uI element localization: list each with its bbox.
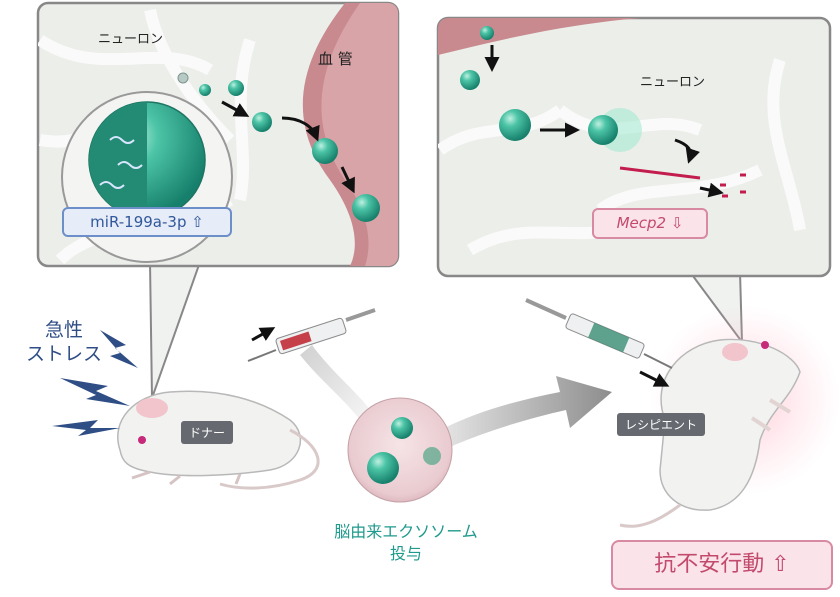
flow-arrow-down (300, 345, 372, 420)
arrow (639, 370, 670, 387)
recipient-syringe (525, 298, 673, 387)
recipient-brain (722, 343, 748, 361)
stress-line1: 急性 (45, 319, 84, 341)
stress-label: 急性 ストレス (26, 318, 102, 366)
lightning-icon (52, 330, 138, 436)
donor-tag: ドナー (181, 421, 234, 444)
donor-brain (136, 398, 168, 418)
stress-line2: ストレス (26, 343, 103, 365)
blood-vessel-lumen (321, 3, 398, 266)
donor-eye (138, 436, 146, 444)
left-callout-tail (148, 261, 202, 399)
left-neuron-label: ニューロン (98, 32, 163, 47)
exosome-small (480, 26, 494, 40)
arrow (281, 116, 320, 142)
right-panel: ニューロン (436, 16, 832, 346)
exosome-admin-line2: 投与 (389, 544, 422, 563)
left-panel: ニューロン 血 管 (36, 1, 400, 399)
exosome (499, 109, 531, 141)
mirna-strand (117, 161, 143, 169)
exosome-cross-section (89, 102, 147, 218)
exosome (391, 417, 413, 439)
donor-syringe (247, 308, 376, 362)
flow-arrow-up (440, 376, 612, 446)
mirna-strand (99, 181, 125, 189)
recipient-tag: レシピエント (617, 413, 706, 436)
exosome-small (177, 72, 189, 84)
exosome-release (252, 112, 272, 132)
exosome-in-vessel (312, 138, 338, 164)
exosome-in-vessel (352, 194, 380, 222)
vessel-label: 血 管 (318, 50, 353, 68)
arrow (340, 166, 355, 194)
exosome-bubble (347, 397, 453, 503)
mecp2-mrna (619, 166, 701, 180)
recipient-eye (761, 341, 769, 349)
exosome (460, 70, 480, 90)
exosome (423, 447, 441, 465)
mirna-badge: miR-199a-3p ⇧ (62, 207, 232, 237)
exosome-admin-label: 脳由来エクソソーム 投与 (316, 521, 496, 565)
mecp2-badge: Mecp2 ⇩ (592, 208, 708, 239)
arrow (699, 182, 724, 198)
arrow (221, 100, 250, 117)
exosome-small (199, 84, 211, 96)
recipient-mouse (619, 305, 840, 528)
exosome-fusing (588, 115, 618, 145)
mirna-strand (109, 136, 135, 144)
exosome (367, 452, 399, 484)
arrow (674, 138, 700, 164)
exosome-admin-line1: 脳由来エクソソーム (334, 522, 478, 541)
right-neuron-label: ニューロン (640, 75, 705, 90)
arrow (251, 327, 276, 342)
exosome-small (228, 80, 244, 96)
anxiety-badge: 抗不安行動 ⇧ (611, 540, 833, 590)
